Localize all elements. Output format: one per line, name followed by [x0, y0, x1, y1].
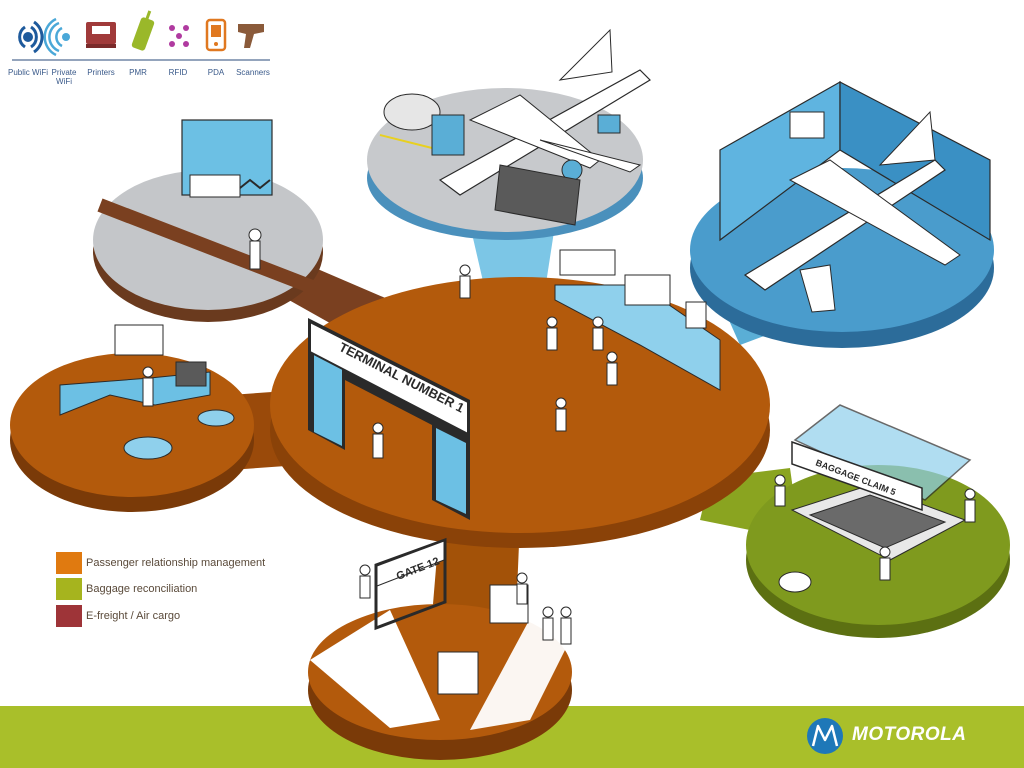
scanner-icon: [238, 24, 264, 48]
legend-label-baggage: Baggage reconciliation: [86, 583, 198, 595]
icon-label-scanners: Scanners: [236, 68, 270, 77]
legend-label-prm: Passenger relationship management: [86, 557, 266, 569]
pmr-radio-icon: [131, 10, 155, 51]
icon-label-public-wifi: Public WiFi: [8, 68, 49, 77]
rfid-icon: [169, 25, 189, 47]
legend-swatch-efreight: [56, 605, 82, 627]
icon-label-pmr: PMR: [129, 68, 147, 77]
legend-swatch-baggage: [56, 578, 82, 600]
apron-connector: [470, 225, 555, 290]
icon-label-printers: Printers: [87, 68, 115, 77]
icon-label-private-wifi: Private WiFi: [51, 68, 77, 86]
legend-label-efreight: E-freight / Air cargo: [86, 610, 181, 622]
private-wifi-icon: [43, 17, 70, 57]
icon-label-pda: PDA: [207, 68, 225, 77]
legend-swatch-prm: [56, 552, 82, 574]
printer-icon: [86, 22, 116, 48]
icon-label-rfid: RFID: [168, 68, 188, 77]
office-platform: [10, 324, 254, 512]
public-wifi-icon: [18, 20, 44, 54]
hangar-platform: [690, 80, 994, 348]
motorola-logo: [807, 718, 843, 754]
baggage-platform: [746, 404, 1010, 638]
icon-row: [12, 10, 270, 61]
apron-platform: [367, 28, 651, 240]
gate-platform: [308, 584, 572, 760]
gate-sign: GATE 12: [374, 537, 447, 631]
brand-name: MOTOROLA: [852, 724, 967, 745]
cargo-platform: [93, 119, 323, 322]
terminal-platform: [270, 249, 770, 548]
pda-icon: [205, 18, 227, 52]
people: [142, 264, 976, 645]
